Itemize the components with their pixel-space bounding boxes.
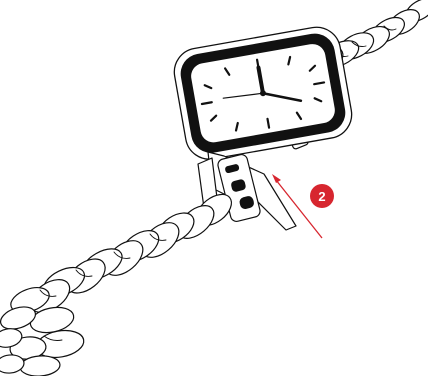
step-number: 2	[318, 189, 325, 204]
lower-chain-band	[0, 188, 237, 376]
step-badge: 2	[310, 184, 334, 208]
arrow-head-icon	[272, 174, 281, 183]
watch-case	[171, 23, 356, 162]
smartwatch-icon	[171, 23, 356, 162]
